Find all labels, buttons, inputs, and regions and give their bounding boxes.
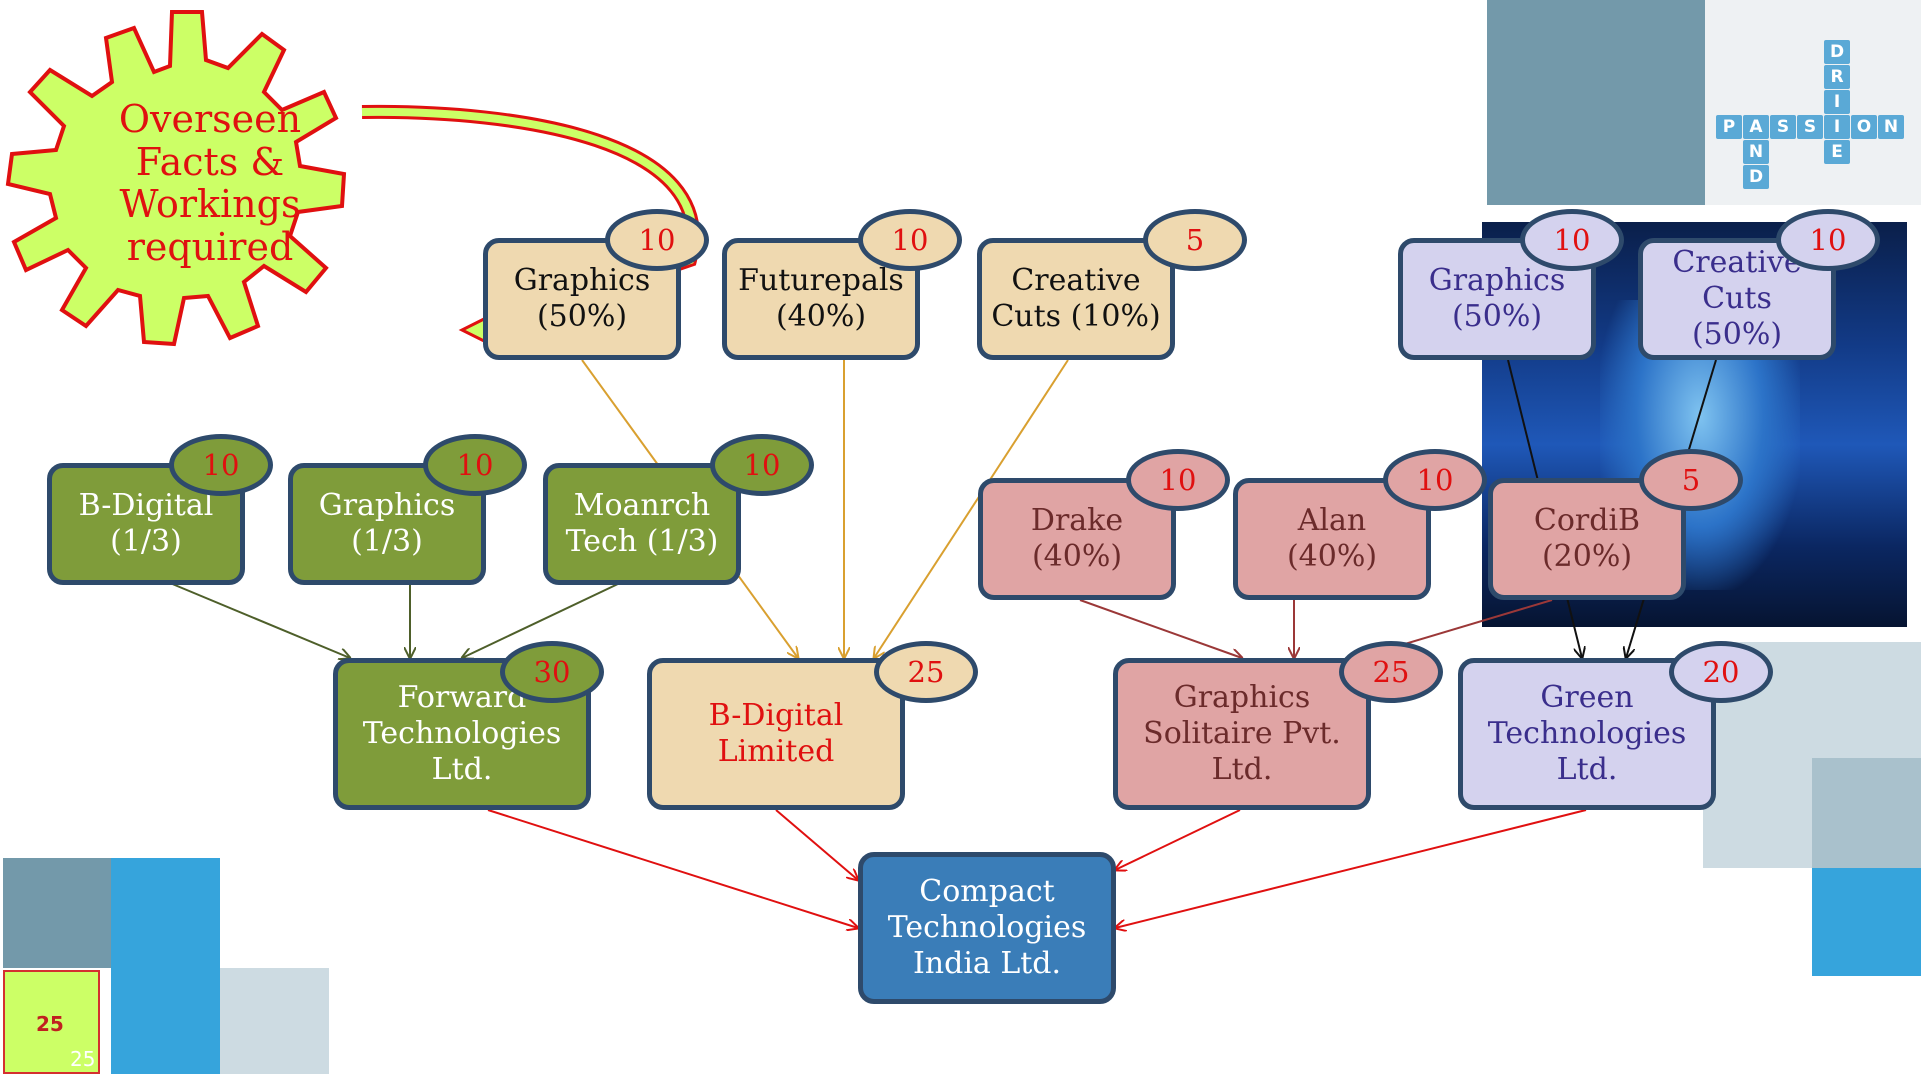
deco-block-left-slate: [3, 858, 111, 968]
deco-block-right-blue: [1812, 868, 1921, 976]
node-label-line: India Ltd.: [912, 946, 1062, 981]
badge-bdigital-grn: 10: [169, 434, 273, 496]
badge-moanrch: 10: [710, 434, 814, 496]
node-label-line: Ltd.: [431, 752, 493, 787]
node-bdigital-grn: B-Digital(1/3): [47, 463, 245, 585]
gear-shape: [5, 10, 347, 347]
page-number-box: [3, 970, 100, 1074]
badge-forward: 30: [500, 641, 604, 703]
node-label-line: Creative: [1011, 263, 1141, 298]
crossword-tile: D: [1743, 165, 1769, 189]
node-label-line: Limited: [717, 734, 835, 769]
node-label-line: Compact: [919, 874, 1055, 909]
node-label-line: Cuts: [1702, 281, 1772, 316]
node-label-line: Moanrch: [573, 488, 711, 523]
node-label-line: Green: [1540, 680, 1634, 715]
crossword-tile: R: [1824, 65, 1850, 89]
badge-green-tech: 20: [1669, 641, 1773, 703]
node-label-line: (50%): [1451, 299, 1543, 334]
badge-bdigital-ltd: 25: [874, 641, 978, 703]
callout-text: Overseen Facts & Workings required: [118, 97, 302, 269]
node-label-line: Graphics: [1428, 263, 1566, 298]
crossword-tile: A: [1743, 115, 1769, 139]
node-label-line: (40%): [1031, 539, 1123, 574]
node-label-line: (20%): [1541, 539, 1633, 574]
crossword-tile: P: [1716, 115, 1742, 139]
crossword-tile: D: [1824, 40, 1850, 64]
badge-graphics-lav: 10: [1520, 209, 1624, 271]
node-label-line: Technologies: [887, 910, 1087, 945]
crossword-tile: I: [1824, 115, 1850, 139]
node-label-line: Graphics: [1173, 680, 1311, 715]
node-label-line: Drake: [1030, 503, 1124, 538]
badge-drake: 10: [1126, 449, 1230, 511]
node-label-line: Ltd.: [1556, 752, 1618, 787]
deco-block-right-slate: [1812, 758, 1921, 868]
badge-creative-lav: 10: [1776, 209, 1880, 271]
node-label-line: (40%): [775, 299, 867, 334]
node-label-line: Solitaire Pvt.: [1143, 716, 1341, 751]
node-label-line: B-Digital: [78, 488, 214, 523]
crossword-tile: S: [1797, 115, 1823, 139]
deco-block-topright-slate: [1487, 0, 1705, 205]
node-label-line: Alan: [1297, 503, 1367, 538]
badge-solitaire: 25: [1339, 641, 1443, 703]
node-label-line: (1/3): [351, 524, 423, 559]
crossword-tile: I: [1824, 90, 1850, 114]
node-label-line: (50%): [1691, 317, 1783, 352]
deco-block-left-light: [220, 968, 329, 1074]
node-label-line: Cuts (10%): [991, 299, 1161, 334]
node-label-line: Tech (1/3): [565, 524, 719, 559]
crossword-tile: S: [1770, 115, 1796, 139]
crossword-tile: O: [1851, 115, 1877, 139]
node-label-line: Graphics: [318, 488, 456, 523]
node-label-line: Technologies: [362, 716, 562, 751]
node-label-line: Technologies: [1487, 716, 1687, 751]
node-label-line: B-Digital: [708, 698, 844, 733]
badge-futurepals: 10: [858, 209, 962, 271]
crossword-tile: E: [1824, 140, 1850, 164]
node-label-line: (50%): [536, 299, 628, 334]
badge-cordib: 5: [1639, 449, 1743, 511]
node-label-line: Ltd.: [1211, 752, 1273, 787]
node-label-line: Graphics: [513, 263, 651, 298]
badge-graphics-tan: 10: [605, 209, 709, 271]
node-label-line: (1/3): [110, 524, 182, 559]
deco-block-left-blue: [111, 858, 220, 1074]
badge-graphics-grn: 10: [423, 434, 527, 496]
badge-alan: 10: [1383, 449, 1487, 511]
node-label-line: (40%): [1286, 539, 1378, 574]
page-number: 25: [36, 1012, 64, 1036]
node-graphics-tan: Graphics(50%): [483, 238, 681, 360]
node-label-line: Futurepals: [738, 263, 904, 298]
deco-block-topright-light: [1705, 0, 1921, 205]
crossword-tile: N: [1743, 140, 1769, 164]
badge-creative-tan: 5: [1143, 209, 1247, 271]
page-number-small: 25: [70, 1047, 96, 1071]
node-label-line: CordiB: [1533, 503, 1641, 538]
crossword-tile: N: [1878, 115, 1904, 139]
